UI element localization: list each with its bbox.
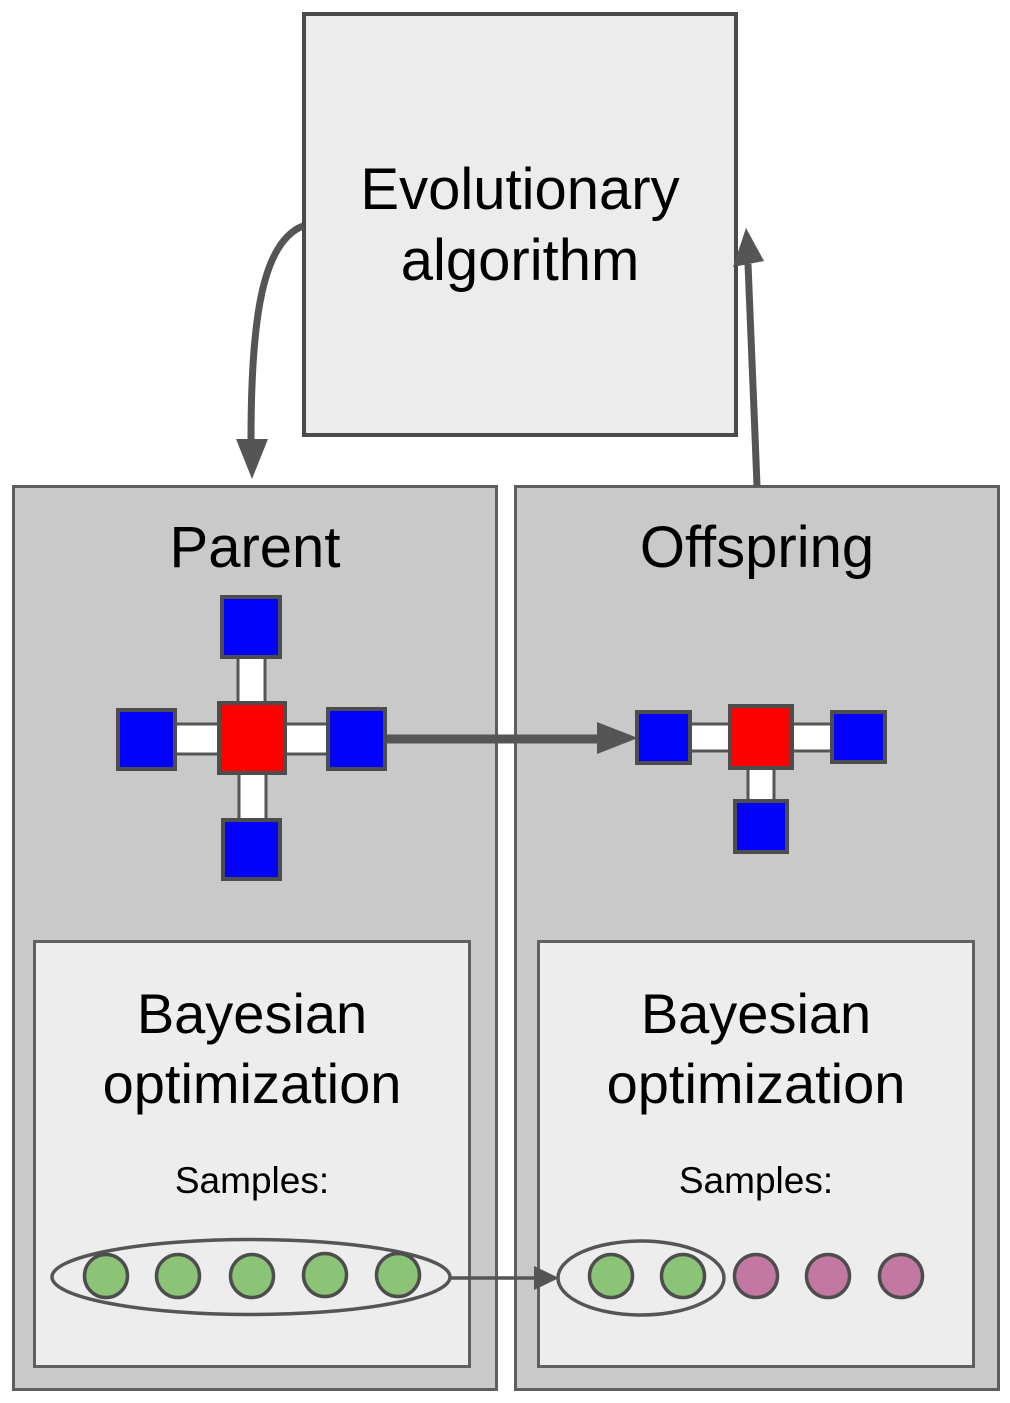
parent-title: Parent (169, 515, 341, 580)
bayesian-title-line-2: optimization (606, 1052, 906, 1115)
offspring-bayesian-box: Bayesian optimization Samples: (537, 940, 975, 1368)
arrow-offspring-to-ea-line (744, 263, 761, 487)
bayesian-title-line-1: Bayesian (640, 982, 872, 1045)
offspring-title: Offspring (639, 515, 875, 580)
evolutionary-algorithm-title: Evolutionary algorithm (360, 154, 679, 296)
arrow-ea-to-parent (236, 222, 305, 479)
bayesian-title-line-2: optimization (102, 1052, 402, 1115)
arrow-ea-to-parent-line (247, 222, 305, 441)
parent-bayesian-box: Bayesian optimization Samples: (33, 940, 471, 1368)
bayesian-title-line-1: Bayesian (136, 982, 368, 1045)
title-line-1: Evolutionary (360, 156, 680, 222)
evolutionary-algorithm-box: Evolutionary algorithm (302, 12, 738, 437)
title-line-2: algorithm (400, 227, 640, 293)
offspring-samples-label: Samples: (678, 1160, 834, 1201)
parent-samples-label: Samples: (174, 1160, 330, 1201)
offspring-bayesian-title: Bayesian optimization (607, 979, 906, 1119)
parent-bayesian-title: Bayesian optimization (103, 979, 402, 1119)
arrow-ea-to-parent-head-icon (236, 439, 268, 479)
